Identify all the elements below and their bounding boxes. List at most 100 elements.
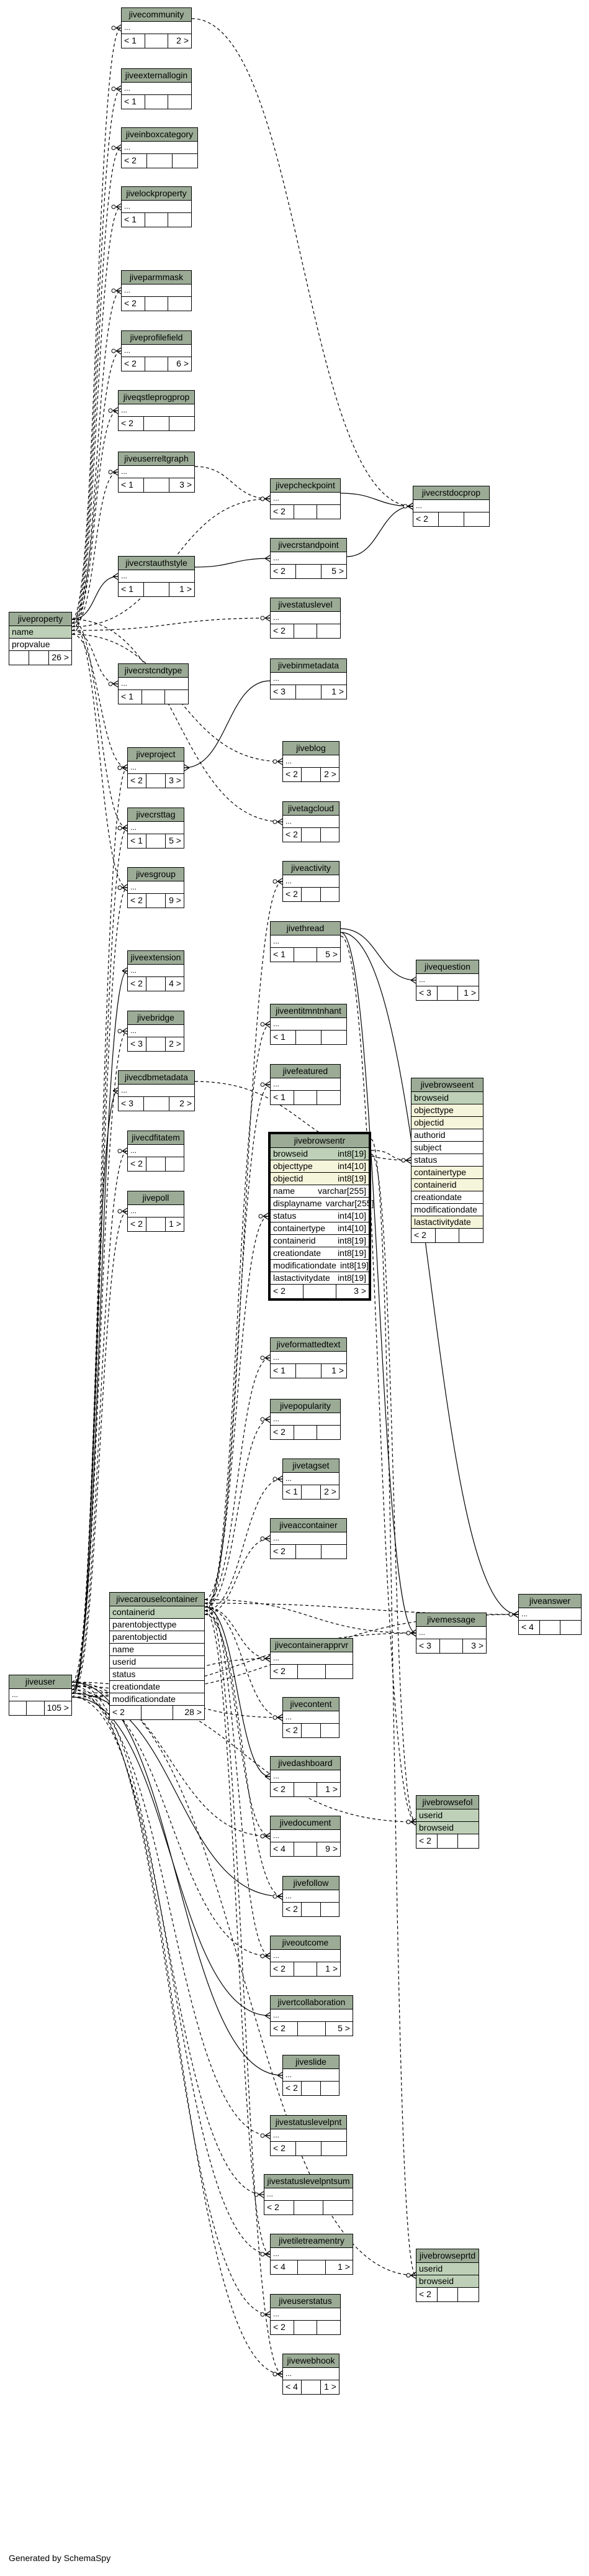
table-column: parentobjectid bbox=[110, 1631, 204, 1644]
table-jivestatuslevel[interactable]: jivestatuslevel...< 2 bbox=[270, 598, 341, 639]
relationship-edge bbox=[71, 887, 128, 1683]
table-title: jivetagset bbox=[283, 1459, 339, 1473]
table-jiveexternallogin[interactable]: jiveexternallogin...< 1 bbox=[121, 68, 192, 109]
optional-marker bbox=[117, 885, 122, 890]
table-jiveuserstatus[interactable]: jiveuserstatus...< 2 bbox=[270, 2294, 341, 2335]
table-jiveuser[interactable]: jiveuser...105 > bbox=[9, 1675, 72, 1716]
relationship-edge bbox=[340, 932, 519, 1615]
table-column: userid bbox=[416, 2263, 479, 2275]
table-column: creationdate bbox=[411, 1191, 483, 1204]
table-jiveinboxcategory[interactable]: jiveinboxcategory...< 2 bbox=[121, 127, 198, 168]
table-jivetagcloud[interactable]: jivetagcloud...< 2 bbox=[282, 801, 339, 842]
table-jivestatuslevelpnt[interactable]: jivestatuslevelpnt...< 2 bbox=[270, 2115, 347, 2156]
table-jivelockproperty[interactable]: jivelockproperty...< 1 bbox=[121, 186, 192, 227]
table-relation-counts: < 2 bbox=[271, 505, 340, 519]
relationship-edge bbox=[71, 1685, 416, 1823]
table-jivepopularity[interactable]: jivepopularity...< 2 bbox=[270, 1399, 341, 1440]
crows-foot-marker bbox=[115, 144, 122, 152]
optional-marker bbox=[508, 1612, 513, 1617]
table-title: jivertcollaboration bbox=[271, 1996, 353, 2009]
optional-marker bbox=[401, 1158, 406, 1163]
generator-caption: Generated by SchemaSpy bbox=[9, 2553, 111, 2563]
table-jivecrstcndtype[interactable]: jivecrstcndtype...< 1 bbox=[118, 663, 189, 704]
table-column: ... bbox=[271, 1532, 346, 1545]
optional-marker bbox=[108, 470, 113, 475]
table-jiveentitmntnhant[interactable]: jiveentitmntnhant...< 1 bbox=[270, 1004, 347, 1045]
table-title: jivebridge bbox=[128, 1011, 184, 1025]
table-jiveaccontainer[interactable]: jiveaccontainer...< 2 bbox=[270, 1518, 347, 1559]
relationship-edge bbox=[204, 1599, 416, 1634]
crows-foot-marker bbox=[277, 2370, 283, 2378]
crows-foot-marker bbox=[115, 24, 122, 32]
table-title: jiveactivity bbox=[283, 862, 339, 875]
table-jiveqstleprogprop[interactable]: jiveqstleprogprop...< 2 bbox=[118, 390, 195, 431]
crows-foot-marker bbox=[112, 573, 119, 580]
table-jiveslide[interactable]: jiveslide...< 2 bbox=[282, 2055, 339, 2096]
table-jivecdfitatem[interactable]: jivecdfitatem...< 2 bbox=[127, 1131, 184, 1172]
table-relation-counts: < 1 bbox=[119, 690, 188, 704]
table-jiveparmmask[interactable]: jiveparmmask...< 2 bbox=[121, 270, 192, 311]
crows-foot-marker bbox=[277, 878, 283, 885]
relationship-edge bbox=[371, 1139, 416, 2276]
relationship-edge bbox=[204, 1606, 271, 1777]
optional-marker bbox=[272, 819, 277, 824]
table-jivecontainerapprvr[interactable]: jivecontainerapprvr...< 2 bbox=[270, 1638, 353, 1679]
table-jiveactivity[interactable]: jiveactivity...< 2 bbox=[282, 861, 339, 902]
table-column: ... bbox=[283, 2368, 339, 2380]
optional-marker bbox=[260, 1355, 265, 1360]
table-column: ... bbox=[128, 1145, 184, 1157]
relationship-edge bbox=[71, 1689, 271, 1957]
relationship-edge bbox=[71, 350, 122, 620]
table-jivestatuslevelpntsum[interactable]: jivestatuslevelpntsum...< 2 bbox=[264, 2174, 353, 2215]
crows-foot-marker bbox=[264, 2251, 271, 2258]
table-jiveanswer[interactable]: jiveanswer...< 4 bbox=[518, 1594, 582, 1635]
table-column: ... bbox=[283, 816, 339, 828]
table-column: name bbox=[110, 1644, 204, 1656]
table-jivepcheckpoint[interactable]: jivepcheckpoint...< 2 bbox=[270, 478, 341, 519]
table-relation-counts: < 2 bbox=[122, 154, 197, 168]
table-title: jivecrstauthstyle bbox=[119, 557, 194, 570]
table-jivefeatured[interactable]: jivefeatured...< 1 bbox=[270, 1064, 341, 1105]
table-jivecontent[interactable]: jivecontent...< 2 bbox=[282, 1697, 339, 1738]
relationship-edge bbox=[71, 1031, 128, 1686]
table-jivefollow[interactable]: jivefollow...< 2 bbox=[282, 1876, 339, 1917]
table-jivecrstdocprop[interactable]: jivecrstdocprop...< 2 bbox=[413, 486, 490, 527]
